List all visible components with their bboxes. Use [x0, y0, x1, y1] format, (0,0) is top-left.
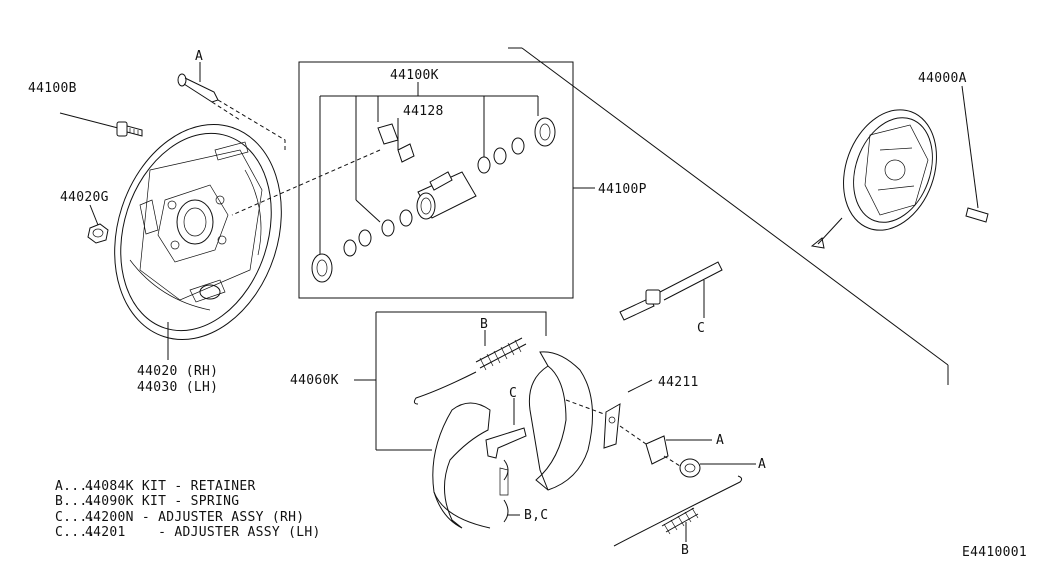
legend-text-c-lh: 44201 - ADJUSTER ASSY (LH)	[85, 525, 321, 540]
label-spring-bc: B,C	[524, 508, 548, 523]
label-44100b: 44100B	[28, 81, 77, 96]
parts-legend: A.... 44084K KIT - RETAINER B.... 44090K…	[55, 479, 321, 540]
adjuster-drawing	[619, 261, 723, 321]
label-adjuster-c-mid: C	[509, 386, 517, 401]
label-plate-rh: 44020 (RH)	[137, 364, 218, 379]
label-spring-b-bottom: B	[681, 543, 689, 558]
label-44128: 44128	[403, 104, 444, 119]
label-44211: 44211	[658, 375, 699, 390]
label-adjuster-c-right: C	[697, 321, 705, 336]
label-retainer-a-top: A	[195, 49, 203, 64]
label-44060k: 44060K	[290, 373, 339, 388]
figure-code: E4410001	[962, 545, 1027, 560]
label-retainer-a1: A	[716, 433, 724, 448]
bolt-44100b	[59, 112, 143, 137]
legend-key-c-lh: C....	[55, 525, 96, 540]
legend-text-b: 44090K KIT - SPRING	[85, 494, 239, 509]
label-44000a: 44000A	[918, 71, 967, 86]
wheel-cylinder-kit-box	[231, 61, 595, 299]
shoe-kit-box	[354, 311, 756, 547]
label-retainer-a2: A	[758, 457, 766, 472]
legend-key-c-rh: C....	[55, 510, 96, 525]
brake-assembly-drawing	[810, 85, 989, 249]
label-44020g: 44020G	[60, 190, 109, 205]
label-44100p: 44100P	[598, 182, 647, 197]
nut-44020g	[87, 204, 109, 244]
assembly-divider	[508, 47, 949, 385]
legend-text-a: 44084K KIT - RETAINER	[85, 479, 256, 494]
label-spring-b-top: B	[480, 317, 488, 332]
backing-plate-drawing	[114, 124, 282, 340]
label-44100k: 44100K	[390, 68, 439, 83]
legend-key-b: B....	[55, 494, 96, 509]
legend-key-a: A....	[55, 479, 96, 494]
label-plate-lh: 44030 (LH)	[137, 380, 218, 395]
retainer-pin-a	[177, 62, 286, 150]
legend-text-c-rh: 44200N - ADJUSTER ASSY (RH)	[85, 510, 304, 525]
